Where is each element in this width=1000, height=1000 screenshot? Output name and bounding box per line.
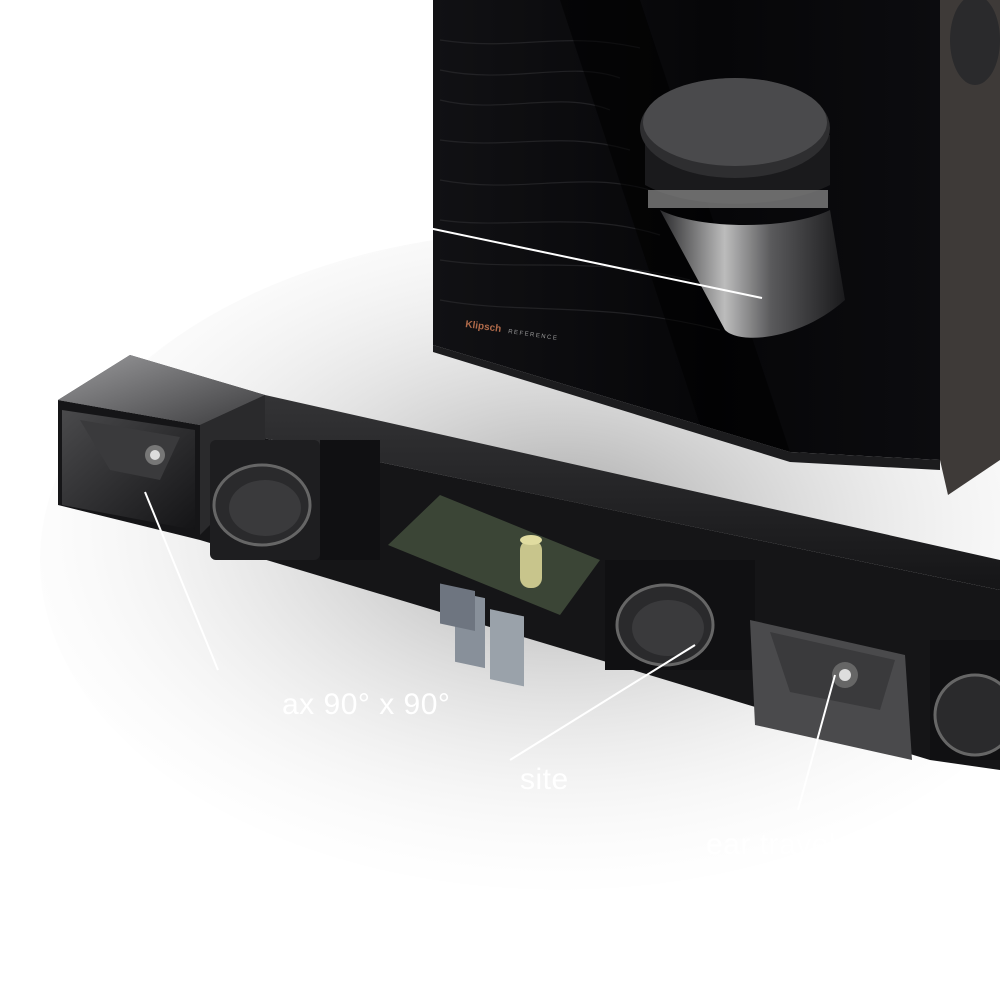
brand-logo: Klipsch (465, 319, 502, 335)
soundbar (58, 355, 1000, 770)
callout-line-woofer (509, 644, 696, 761)
soundbar-top (58, 355, 1000, 590)
subwoofer-side-panel (940, 0, 1000, 495)
callout-line-tweeter (797, 674, 836, 811)
left-tweeter-horn (62, 410, 195, 530)
subwoofer-foot (640, 78, 845, 338)
callout-horn-label: ax 90° x 90° (282, 688, 451, 721)
callout-line-horn (144, 491, 219, 671)
center-woofer (605, 560, 755, 670)
callout-woofer-label: site (520, 763, 569, 796)
subwoofer-base-edge (433, 345, 940, 470)
callout-tweeter-label: ear travel (706, 828, 837, 861)
control-knob-icon (950, 0, 1000, 85)
soundbar-end-cap (58, 355, 265, 425)
subwoofer: Klipsch REFERENCE (433, 0, 1000, 495)
circuit-board (388, 495, 600, 687)
callout-lines (144, 221, 836, 811)
callout-line-subwoofer (399, 221, 763, 299)
left-woofer (210, 440, 380, 560)
right-woofer (930, 640, 1000, 760)
